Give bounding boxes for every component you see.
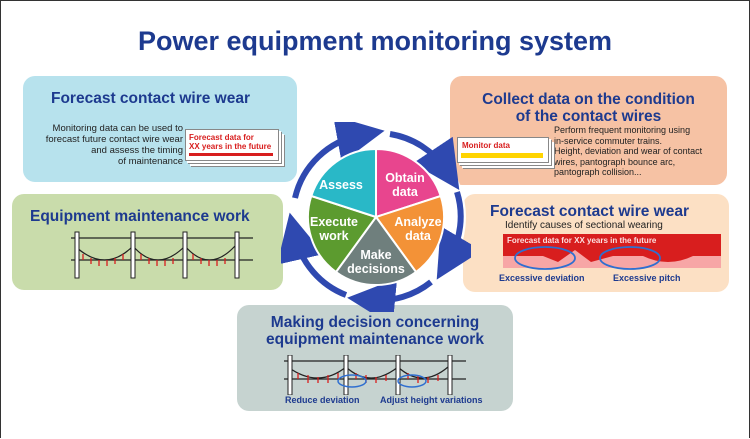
- segment-analyze: [374, 194, 446, 274]
- decision-title: Making decision concerning equipment mai…: [266, 314, 484, 348]
- segment-execute: [306, 194, 378, 274]
- adjust-height-label: Adjust height variations: [380, 395, 483, 405]
- obtain-label-1: Obtain: [385, 171, 425, 185]
- forecast-right-subtitle: Identify causes of sectional wearing: [505, 220, 663, 231]
- forecast-card-bar: [189, 153, 273, 156]
- assess-label: Assess: [319, 178, 363, 192]
- wear-profile: [503, 250, 721, 268]
- maintenance-panel: Equipment maintenance work: [12, 194, 283, 290]
- cycle-diagram: Assess Obtain data Analyze data Make dec…: [281, 122, 471, 312]
- maintenance-title: Equipment maintenance work: [30, 208, 250, 225]
- decision-panel: Making decision concerning equipment mai…: [237, 305, 513, 411]
- segment-obtain: [375, 147, 442, 219]
- cycle-arrow-3: [347, 278, 433, 312]
- cycle-arrow-1: [389, 131, 460, 190]
- execute-label-2: work: [318, 229, 348, 243]
- forecast-band: Forecast data for XX years in the future: [503, 234, 721, 268]
- monitor-card-label: Monitor data: [462, 141, 510, 150]
- forecast-card-line1: Forecast data for: [189, 133, 254, 142]
- forecast-band-label: Forecast data for XX years in the future: [507, 236, 657, 245]
- cycle-arrow-2: [436, 191, 471, 280]
- decision-catenary-illustration: [284, 355, 466, 395]
- forecast-data-card: Forecast data for XX years in the future: [185, 129, 279, 161]
- forecast-right-panel: Forecast contact wire wear Identify caus…: [463, 194, 729, 292]
- decide-label-2: decisions: [347, 262, 405, 276]
- segment-decide: [334, 215, 418, 286]
- catenary-illustration: [71, 231, 253, 279]
- forecast-left-panel: Forecast contact wire wear Monitoring da…: [23, 76, 297, 182]
- segment-assess: [310, 147, 377, 219]
- obtain-label-2: data: [392, 185, 419, 199]
- excessive-pitch-label: Excessive pitch: [613, 273, 681, 283]
- collect-panel: Collect data on the condition of the con…: [450, 76, 727, 185]
- highlight-ellipses: [514, 246, 661, 270]
- decide-label-1: Make: [360, 248, 391, 262]
- excessive-deviation-label: Excessive deviation: [499, 273, 585, 283]
- cycle-arrow-4: [281, 212, 348, 298]
- analyze-label-2: data: [405, 229, 432, 243]
- collect-text: Perform frequent monitoring using in-ser…: [554, 125, 703, 177]
- execute-label-1: Execute: [310, 215, 358, 229]
- collect-title: Collect data on the condition of the con…: [482, 91, 695, 125]
- page-title: Power equipment monitoring system: [137, 26, 613, 56]
- monitor-card-bar: [461, 153, 543, 158]
- forecast-left-text: Monitoring data can be used to forecast …: [45, 123, 183, 167]
- forecast-right-title: Forecast contact wire wear: [490, 203, 689, 220]
- cycle-arrow-5: [292, 122, 385, 199]
- forecast-left-title: Forecast contact wire wear: [51, 90, 250, 107]
- forecast-card-line2: XX years in the future: [189, 142, 272, 151]
- reduce-deviation-label: Reduce deviation: [285, 395, 360, 405]
- analyze-label-1: Analyze: [394, 215, 441, 229]
